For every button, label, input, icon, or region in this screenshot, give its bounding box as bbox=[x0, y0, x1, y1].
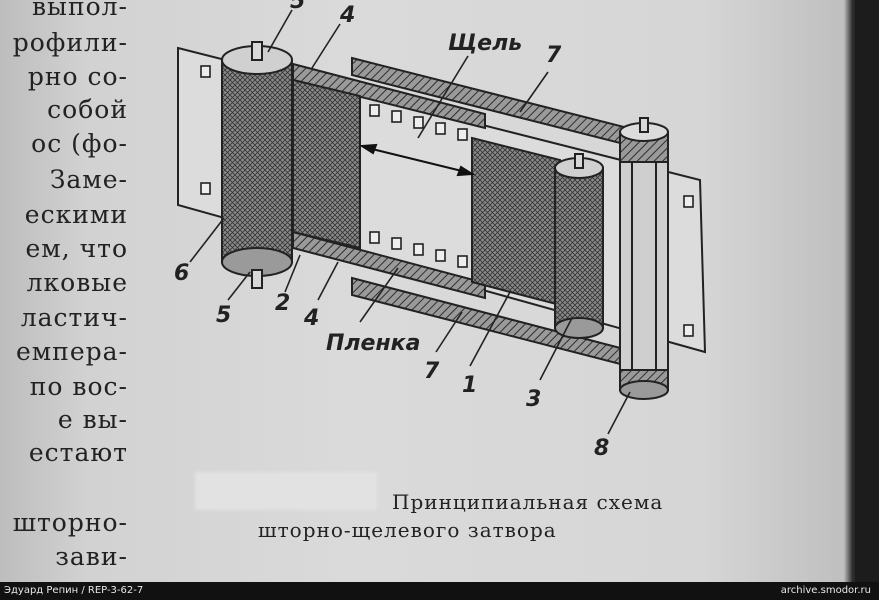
label-6: 6 bbox=[174, 261, 189, 286]
text-line: ем, что bbox=[25, 234, 128, 263]
label-8: 8 bbox=[594, 436, 609, 461]
label-5-bottom: 5 bbox=[216, 303, 231, 328]
text-line: ос (фо- bbox=[31, 129, 128, 158]
label-7-bottom: 7 bbox=[424, 359, 440, 384]
second-curtain bbox=[471, 136, 561, 307]
first-curtain bbox=[292, 78, 361, 250]
film-edge bbox=[855, 0, 879, 582]
left-text-column: выпол- рофили- рно со- собой ос (фо- Зам… bbox=[0, 0, 130, 582]
text-line: выпол- bbox=[31, 0, 128, 21]
text-line: естают bbox=[28, 438, 128, 467]
label-1: 1 bbox=[462, 373, 477, 398]
text-line: е вы- bbox=[57, 405, 128, 434]
right-roller bbox=[619, 117, 669, 400]
label-2: 2 bbox=[275, 291, 290, 316]
left-drum bbox=[221, 41, 293, 289]
footer-credit: Эдуард Репин / REP-3-62-7 bbox=[4, 585, 144, 596]
text-line: ластич- bbox=[20, 303, 128, 332]
text-line: лковые bbox=[26, 268, 128, 297]
text-line: шторно- bbox=[12, 508, 128, 537]
label-slit: Щель bbox=[448, 31, 522, 56]
text-line: по вос- bbox=[29, 372, 128, 401]
shutter-diagram: 5 4 Щель 7 6 5 2 4 Пленка 7 1 3 8 bbox=[174, 0, 705, 461]
text-line: рофили- bbox=[12, 28, 128, 57]
caption-line-1: Принципиальная схема bbox=[392, 490, 664, 514]
text-line: ескими bbox=[24, 200, 128, 229]
footer-bar: Эдуард Репин / REP-3-62-7 archive.smodor… bbox=[0, 582, 879, 600]
label-3: 3 bbox=[526, 387, 541, 412]
small-drum bbox=[554, 153, 604, 339]
caption-line-2: шторно-щелевого затвора bbox=[258, 518, 557, 542]
label-7-top: 7 bbox=[546, 43, 562, 68]
label-4-top: 4 bbox=[339, 3, 355, 28]
label-film: Пленка bbox=[326, 331, 420, 356]
text-line: собой bbox=[47, 95, 128, 124]
photo-scan: выпол- рофили- рно со- собой ос (фо- Зам… bbox=[0, 0, 879, 582]
slit-arrow bbox=[358, 143, 476, 177]
text-line: зави- bbox=[55, 542, 128, 571]
label-4-bottom: 4 bbox=[303, 306, 319, 331]
text-line: Заме- bbox=[49, 165, 128, 194]
label-5-top: 5 bbox=[290, 0, 305, 14]
erased-area bbox=[195, 472, 377, 510]
text-line: рно со- bbox=[27, 62, 128, 91]
footer-site: archive.smodor.ru bbox=[780, 585, 871, 596]
text-line: емпера- bbox=[15, 337, 128, 366]
